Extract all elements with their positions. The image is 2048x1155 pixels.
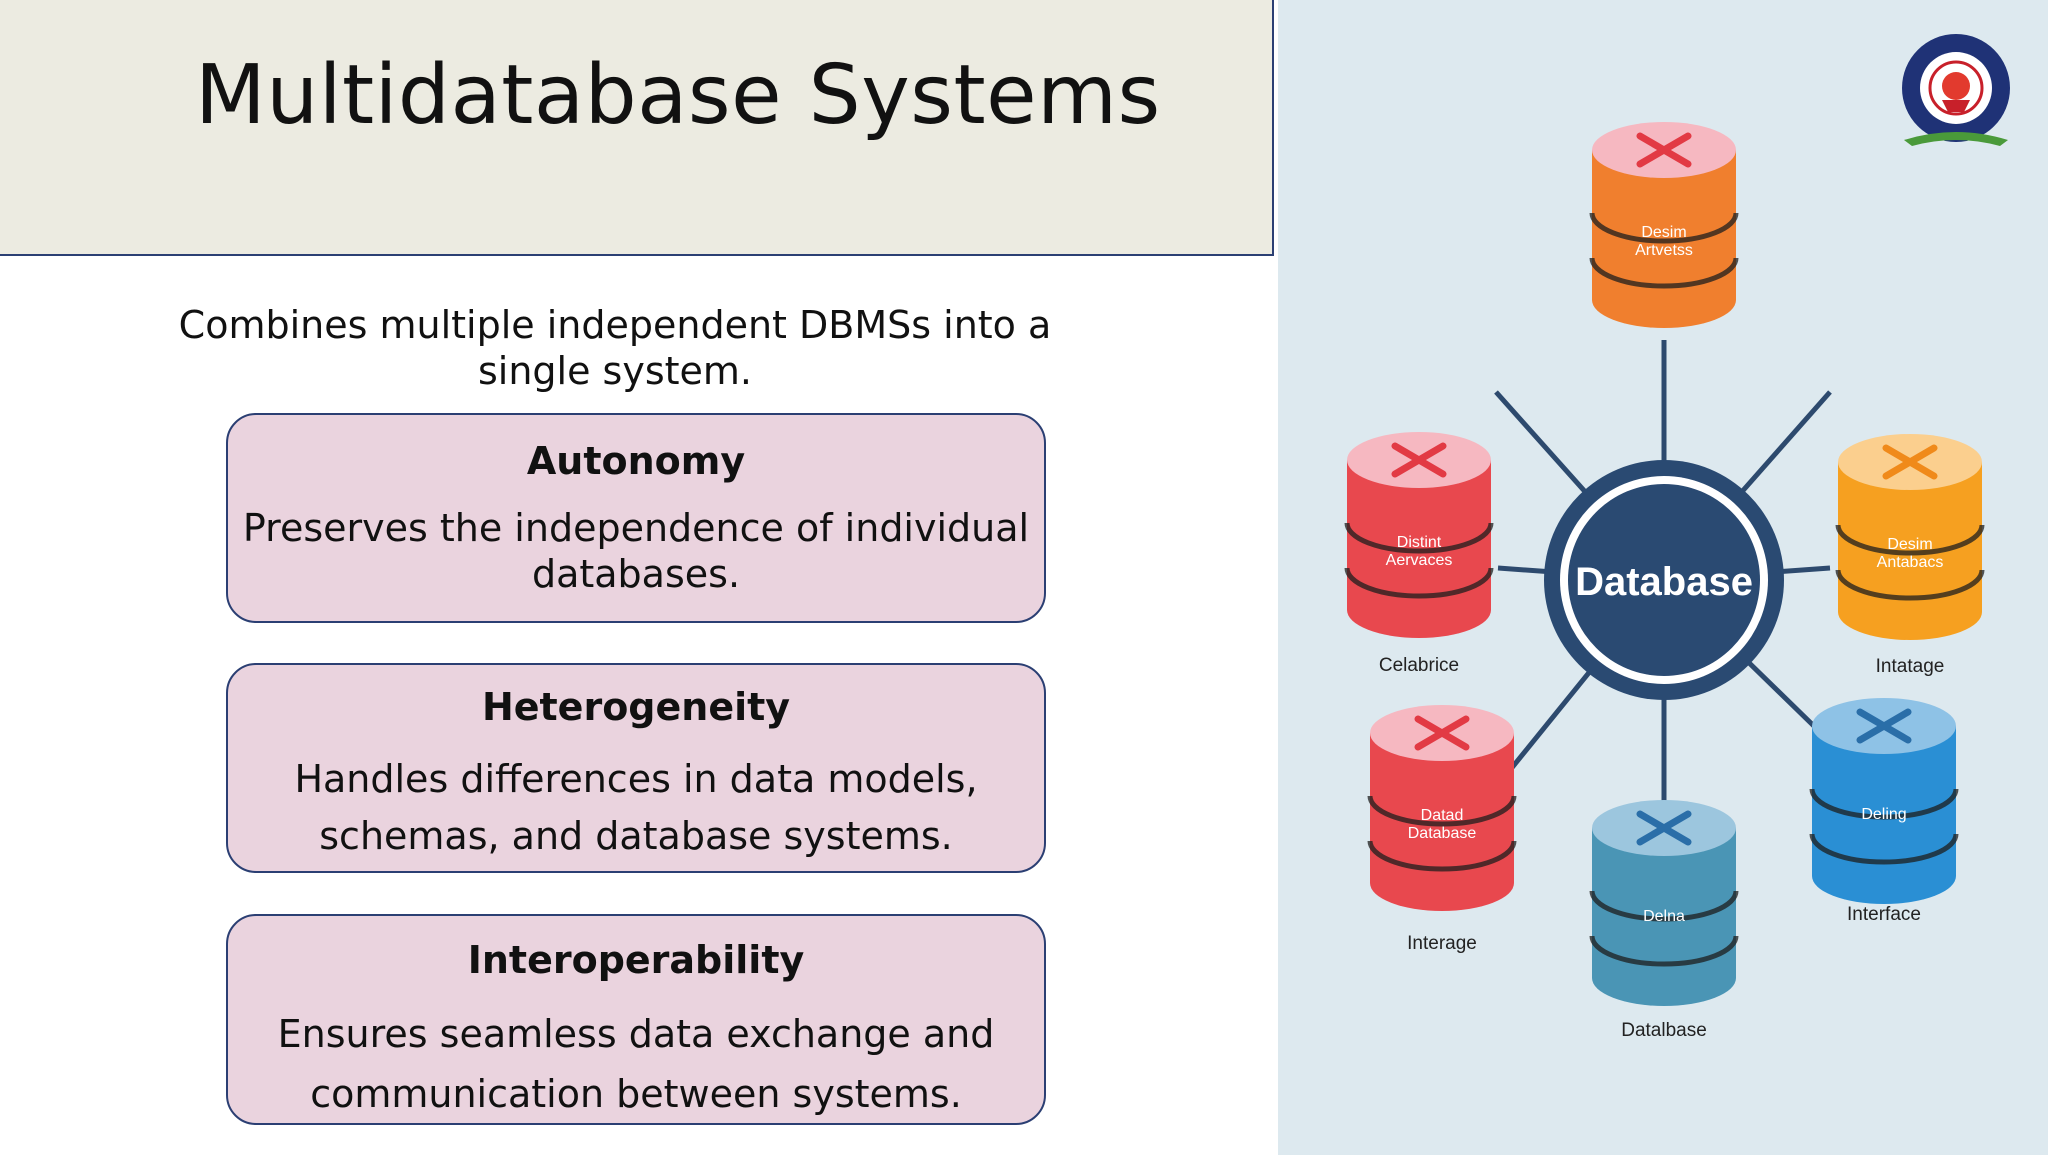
cylinder-label: Datad (1421, 807, 1464, 824)
nitttr-logo (1902, 34, 2010, 146)
x-mark-icon (1636, 810, 1692, 846)
card-body: Preserves the independence of individual… (242, 506, 1030, 596)
cylinder-band (1344, 567, 1494, 599)
x-mark-icon (1391, 442, 1447, 478)
feature-card-interoperability: Interoperability Ensures seamless data e… (226, 914, 1046, 1125)
node-caption: Interage (1407, 933, 1477, 954)
feature-card-autonomy: Autonomy Preserves the independence of i… (226, 413, 1046, 623)
x-mark-icon (1856, 708, 1912, 744)
cylinder-label: Database (1408, 825, 1477, 842)
cylinder-label: Deling (1861, 806, 1906, 823)
cylinder-label: Desim (1641, 224, 1686, 241)
cylinder-label: Aervaces (1386, 552, 1453, 569)
card-body: Ensures seamless data exchange and commu… (277, 1012, 995, 1116)
cylinder-band (1589, 935, 1739, 967)
hub: Database (1544, 460, 1784, 700)
cylinder-band (1589, 212, 1739, 244)
node-caption: Interface (1847, 904, 1921, 925)
cylinder-band (1809, 833, 1959, 865)
x-mark-icon (1414, 715, 1470, 751)
cylinder-label: Distint (1397, 534, 1442, 551)
x-mark-icon (1882, 444, 1938, 480)
database-network-diagram: DesimArtvetssDistintAervacesCelabriceDes… (1344, 122, 1985, 1041)
page-title: Multidatabase Systems (195, 48, 1161, 143)
card-heading: Autonomy (526, 439, 746, 483)
feature-card-heterogeneity: Heterogeneity Handles differences in dat… (226, 663, 1046, 873)
cylinder-band (1344, 522, 1494, 554)
title-band: Multidatabase Systems (0, 0, 1274, 256)
cylinder-band (1589, 890, 1739, 922)
card-heading: Heterogeneity (481, 685, 791, 729)
cylinder-band (1835, 524, 1985, 556)
x-mark-icon (1636, 132, 1692, 168)
cylinder-label: Antabacs (1877, 554, 1944, 571)
cylinder-band (1589, 257, 1739, 289)
cylinder-label: Desim (1887, 536, 1932, 553)
cylinder-band (1835, 569, 1985, 601)
database-nodes: DesimArtvetssDistintAervacesCelabriceDes… (1344, 122, 1985, 1041)
cylinder-label: Artvetss (1635, 242, 1693, 259)
cylinder-band (1367, 795, 1517, 827)
intro-text: Combines multiple independent DBMSs into… (178, 303, 1052, 393)
node-caption: Datalbase (1621, 1020, 1707, 1041)
node-caption: Celabrice (1379, 655, 1459, 676)
node-caption: Intatage (1876, 656, 1945, 677)
card-heading: Interoperability (467, 938, 805, 982)
cylinder-band (1809, 788, 1959, 820)
cylinder-band (1367, 840, 1517, 872)
card-body: Handles differences in data models, sche… (294, 757, 978, 858)
cylinder-label: Delna (1643, 908, 1685, 925)
hub-label: Database (1575, 560, 1753, 604)
